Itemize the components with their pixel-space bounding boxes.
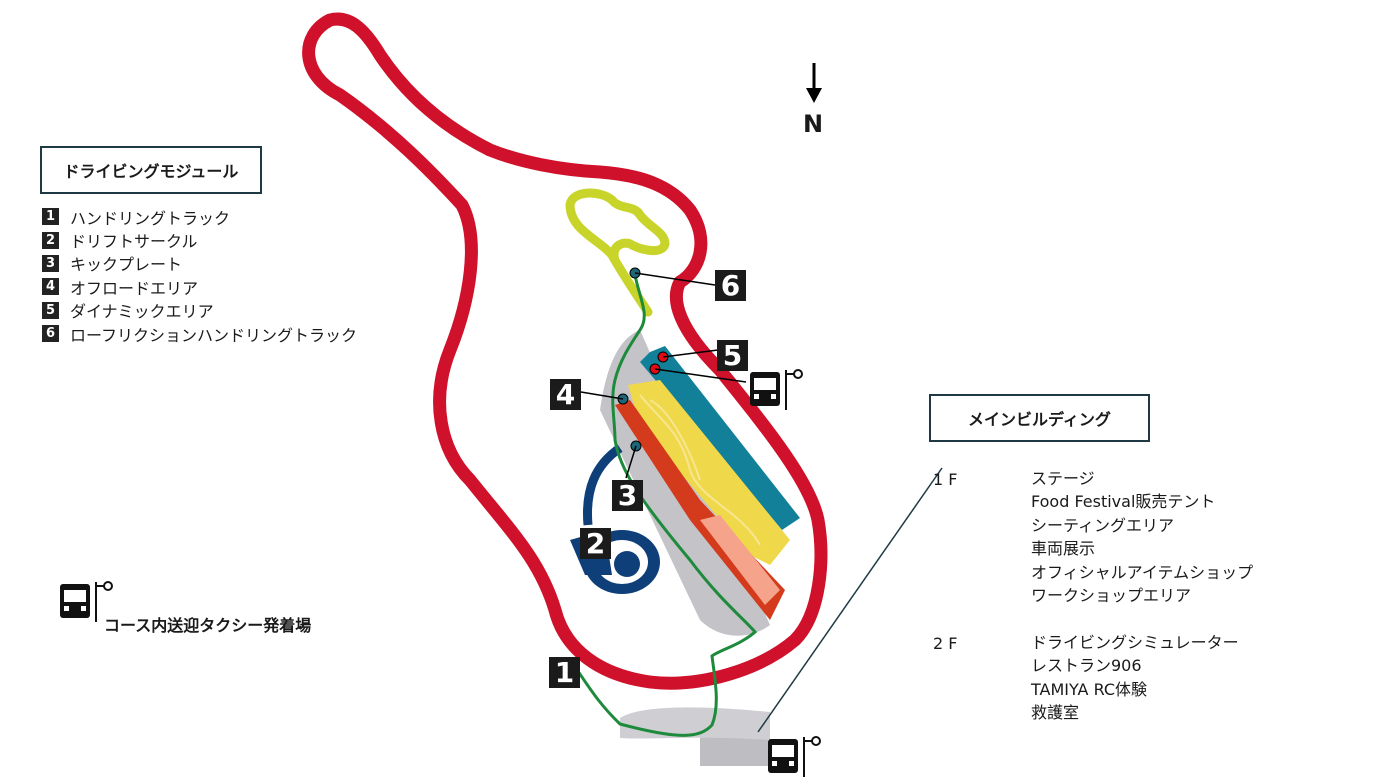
outer-track	[302, 12, 828, 690]
list-item: レストラン906	[1031, 656, 1142, 676]
driving-module-title: ドライビングモジュール	[40, 146, 262, 194]
leader-3	[625, 445, 637, 479]
bus-stop-icon	[750, 369, 803, 410]
drift-approach	[582, 444, 623, 526]
leader-6	[634, 272, 716, 286]
map-badge-6: 6	[715, 269, 746, 302]
handling-track	[568, 274, 758, 737]
list-item: シーティングエリア	[1031, 515, 1175, 535]
floor-label-2f: 2 F	[933, 634, 958, 653]
list-item: TAMIYA RC体験	[1031, 679, 1148, 699]
list-item: 5 ダイナミックエリア	[42, 299, 357, 322]
list-item: Food Festival販売テント	[1031, 492, 1216, 512]
list-item: 4 オフロードエリア	[42, 275, 357, 298]
map-badge-4: 4	[550, 378, 581, 411]
list-item: オフィシャルアイテムショップ	[1031, 562, 1254, 582]
list-item: 救護室	[1031, 703, 1080, 723]
driving-module-list: 1 ハンドリングトラック 2 ドリフトサークル 3 キックプレート 4 オフロードエリア…	[42, 205, 357, 345]
main-building-title: メインビルディング	[929, 394, 1150, 442]
list-item: 3 キックプレート	[42, 252, 357, 275]
number-badge: 2	[42, 231, 59, 249]
map-badge-1: 1	[549, 656, 580, 689]
floor-1f-list: ステージ Food Festival販売テント シーティングエリア 車両展示 オ…	[1031, 467, 1253, 607]
number-badge: 4	[42, 278, 59, 296]
taxi-stop-label: コース内送迎タクシー発着場	[104, 616, 312, 635]
offroad-inner	[700, 515, 780, 605]
list-item: 車両展示	[1031, 539, 1096, 559]
list-item-label: ローフリクションハンドリングトラック	[70, 325, 358, 345]
list-item-label: オフロードエリア	[70, 278, 199, 298]
bus-stop-icon	[60, 581, 113, 622]
list-item: ステージ	[1031, 469, 1095, 488]
dynamic-area	[640, 346, 800, 530]
number-badge: 5	[42, 301, 59, 319]
list-item-label: ダイナミックエリア	[70, 302, 214, 322]
bus-stop-icon	[768, 736, 821, 777]
leader-5b	[654, 368, 747, 383]
list-item-label: ハンドリングトラック	[70, 208, 231, 228]
floor-label-1f: 1 F	[933, 470, 958, 489]
number-badge: 1	[42, 208, 59, 226]
map-badge-2: 2	[580, 527, 611, 560]
number-badge: 6	[42, 325, 59, 343]
leader-4	[580, 391, 624, 400]
list-item: 6 ローフリクションハンドリングトラック	[42, 322, 357, 345]
list-item: ワークショップエリア	[1031, 585, 1192, 605]
list-item-label: キックプレート	[70, 255, 183, 275]
map-badge-5: 5	[717, 339, 748, 372]
leader-main-building	[757, 467, 943, 733]
low-friction-track	[565, 188, 670, 317]
map-badge-3: 3	[612, 479, 643, 512]
number-badge: 3	[42, 254, 59, 272]
kick-plate-lines	[639, 394, 761, 546]
drift-center	[614, 551, 640, 577]
north-label: N	[803, 110, 824, 138]
floor-2f-list: ドライビングシミュレーター レストラン906 TAMIYA RC体験 救護室	[1031, 631, 1239, 725]
north-arrow-icon	[806, 88, 822, 103]
list-item: ドライビングシミュレーター	[1031, 633, 1239, 652]
list-item: 1 ハンドリングトラック	[42, 205, 357, 228]
list-item-label: ドリフトサークル	[70, 232, 198, 252]
list-item: 2 ドリフトサークル	[42, 228, 357, 251]
leader-5a	[662, 349, 719, 358]
